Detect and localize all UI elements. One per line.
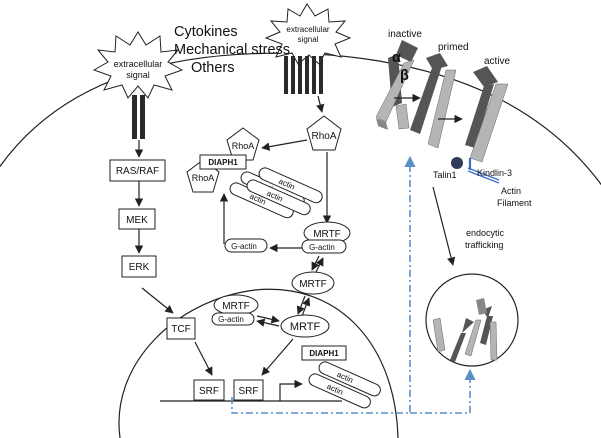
mrtf-cyto-free-label: MRTF: [299, 279, 327, 290]
transcription-start-arrow: [279, 379, 303, 401]
nucleus-envelope: [118, 288, 399, 438]
recycling-dashed-arrow-endosome: [410, 368, 476, 414]
diaph1-cyto-label: DIAPH1: [208, 158, 238, 167]
rhoa-top-label: RhoA: [311, 131, 336, 142]
mrtf-cyto-bound-label: MRTF: [313, 229, 341, 240]
integrin-active: [465, 66, 509, 163]
rhoa-node-top: RhoA: [306, 115, 342, 151]
srf-label-1: SRF: [199, 386, 219, 397]
mek-label: MEK: [126, 215, 148, 226]
diaph1-node-cytoplasm: DIAPH1: [199, 154, 247, 170]
alpha-label: α: [392, 50, 401, 66]
stimulus-others: Others: [191, 60, 235, 76]
extracellular-signal-left: extracellular signal: [92, 31, 184, 99]
stimuli-list: Cytokines Mechanical stress Others: [174, 24, 290, 76]
integrin-primed: [410, 53, 457, 149]
ras-raf-label: RAS/RAF: [116, 166, 159, 177]
mrtf-free-cytoplasm: MRTF: [291, 271, 335, 295]
stimulus-mechanical-stress: Mechanical stress: [174, 42, 290, 58]
erk-node: ERK: [121, 255, 157, 278]
tcf-label: TCF: [171, 324, 190, 335]
actin-filament-label-1: Actin: [501, 186, 521, 196]
receptor-left: [132, 95, 145, 139]
g-actin-free: G-actin: [224, 238, 268, 253]
erk-label: ERK: [129, 262, 150, 273]
inactive-label: inactive: [388, 29, 422, 40]
receptor-top: [284, 56, 323, 94]
signal-left-line1: extracellular: [114, 59, 163, 69]
diaph1-node-nucleus: DIAPH1: [301, 345, 347, 361]
actin-filament-link: [467, 167, 500, 181]
beta-label: β: [400, 68, 409, 84]
recycling-dashed-arrow: [231, 155, 416, 414]
mek-node: MEK: [118, 208, 156, 230]
kindlin-label: Kindlin-3: [477, 168, 512, 178]
actin-filament-stack-nucleus: actin actin: [308, 361, 381, 409]
rhoa-a-label: RhoA: [232, 141, 255, 151]
mrtf-g-actin-complex-cytoplasm: MRTF G-actin: [301, 221, 351, 254]
diaph1-nuc-label: DIAPH1: [309, 349, 339, 358]
endosome: [425, 273, 519, 367]
endocytic-label-1: endocytic: [466, 228, 505, 238]
extracellular-signal-top: extracellular signal: [264, 3, 352, 65]
endocytic-label-2: trafficking: [465, 240, 503, 250]
g-actin-free-label: G-actin: [231, 242, 257, 251]
talin-label: Talin1: [433, 170, 457, 180]
tcf-node: TCF: [166, 317, 196, 340]
signal-left-line2: signal: [126, 70, 150, 80]
integrin-inactive: α β: [375, 40, 418, 130]
mrtf-free-nucleus: MRTF: [280, 314, 330, 338]
srf-node-2: SRF: [233, 379, 264, 401]
stimulus-cytokines: Cytokines: [174, 24, 238, 40]
active-label: active: [484, 56, 511, 67]
signal-top-line2: signal: [298, 35, 319, 44]
mrtf-nuclear-bound-label: MRTF: [222, 301, 250, 312]
primed-label: primed: [438, 42, 469, 53]
signal-top-line1: extracellular: [286, 25, 329, 34]
cell-membrane: [0, 52, 601, 186]
mrtf-g-actin-complex-nucleus: MRTF G-actin: [211, 294, 259, 326]
g-actin-bound-label: G-actin: [309, 243, 335, 252]
rhoa-b-label: RhoA: [192, 173, 215, 183]
g-actin-nuclear-label: G-actin: [218, 315, 244, 324]
talin-icon: [451, 157, 463, 169]
srf-node-1: SRF: [193, 379, 225, 401]
ras-raf-node: RAS/RAF: [109, 159, 166, 182]
actin-filament-stack-cytoplasm: actin actin actin actin: [229, 167, 323, 219]
mrtf-nuclear-free-label: MRTF: [290, 321, 321, 333]
srf-label-2: SRF: [239, 386, 259, 397]
actin-filament-label-2: Filament: [497, 198, 532, 208]
